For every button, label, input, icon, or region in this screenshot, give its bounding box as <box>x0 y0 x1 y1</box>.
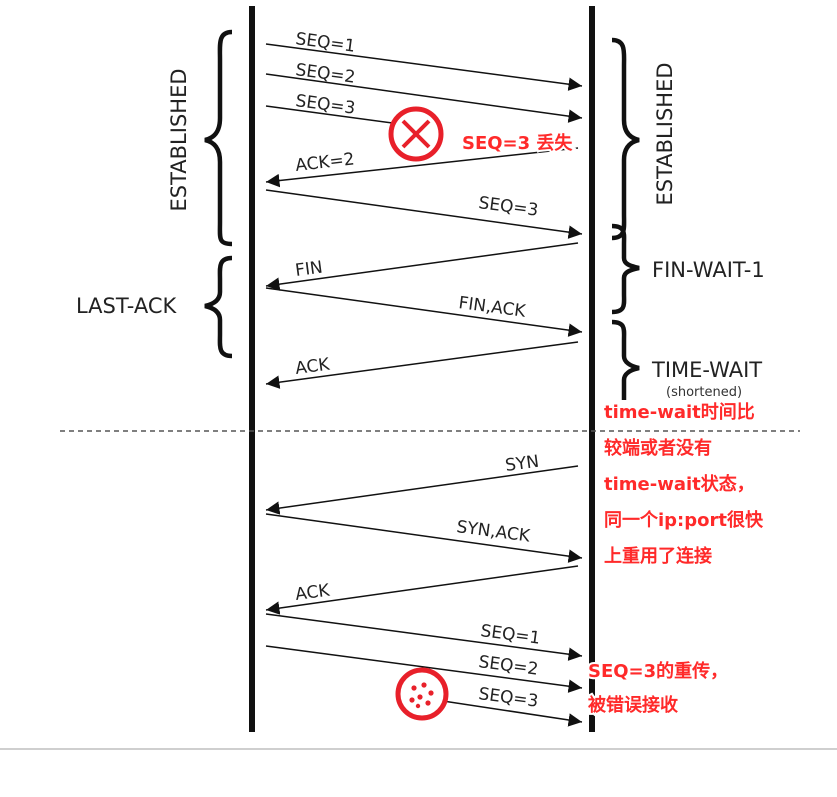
arrow-seq3-lost <box>265 105 401 125</box>
left-state-established: ESTABLISHED <box>167 68 191 211</box>
arrow-ack-new <box>265 565 579 615</box>
annotation-retransmit: SEQ=3的重传， 被错误接收 <box>586 658 730 718</box>
arrow-fin <box>265 242 579 291</box>
left-established-brace <box>204 29 233 247</box>
annotation-retransmit-line: SEQ=3的重传， <box>588 660 728 682</box>
right-fin-wait-brace <box>611 223 640 315</box>
retransmit-scatter-icon <box>395 667 449 721</box>
arrow-syn <box>265 465 579 515</box>
arrow-seq2 <box>265 73 583 123</box>
arrow-ack2 <box>265 147 579 188</box>
lost-packet-x-icon <box>388 106 444 162</box>
arrow-syn-ack <box>265 513 583 563</box>
right-state-established: ESTABLISHED <box>653 62 677 205</box>
left-last-ack-brace <box>204 255 233 359</box>
arrow-fin-ack <box>265 287 583 337</box>
arrow-new-seq1 <box>265 613 583 661</box>
left-state-last-ack: LAST-ACK <box>76 294 178 318</box>
right-state-shortened-note: (shortened) <box>666 385 742 400</box>
right-time-wait-brace <box>611 319 640 400</box>
annotation-time-wait-line: time-wait时间比 <box>604 402 755 423</box>
right-state-time-wait: TIME-WAIT <box>651 358 762 382</box>
annotation-lost: SEQ=3 丢失 <box>462 132 573 154</box>
label-ack: ACK <box>294 355 332 379</box>
label-ack-new: ACK <box>294 581 332 605</box>
right-established-brace <box>611 37 640 241</box>
arrow-seq3-retry <box>265 189 583 239</box>
right-state-fin-wait-1: FIN-WAIT-1 <box>652 258 765 282</box>
bottom-divider <box>0 748 837 750</box>
annotation-time-wait-line: 同一个ip:port很快 <box>604 509 764 531</box>
label-syn: SYN <box>504 452 540 476</box>
annotation-retransmit-line: 被错误接收 <box>588 694 678 716</box>
arrow-new-seq2 <box>265 645 583 693</box>
annotation-time-wait-line: 上重用了连接 <box>604 545 712 567</box>
arrow-ack <box>265 341 579 389</box>
annotation-time-wait-line: time-wait状态， <box>604 473 755 495</box>
annotation-time-wait: time-wait时间比 较端或者没有 time-wait状态， 同一个ip:p… <box>602 400 766 569</box>
annotation-time-wait-line: 较端或者没有 <box>604 437 712 459</box>
label-fin: FIN <box>294 258 324 281</box>
arrow-seq1 <box>265 43 583 91</box>
